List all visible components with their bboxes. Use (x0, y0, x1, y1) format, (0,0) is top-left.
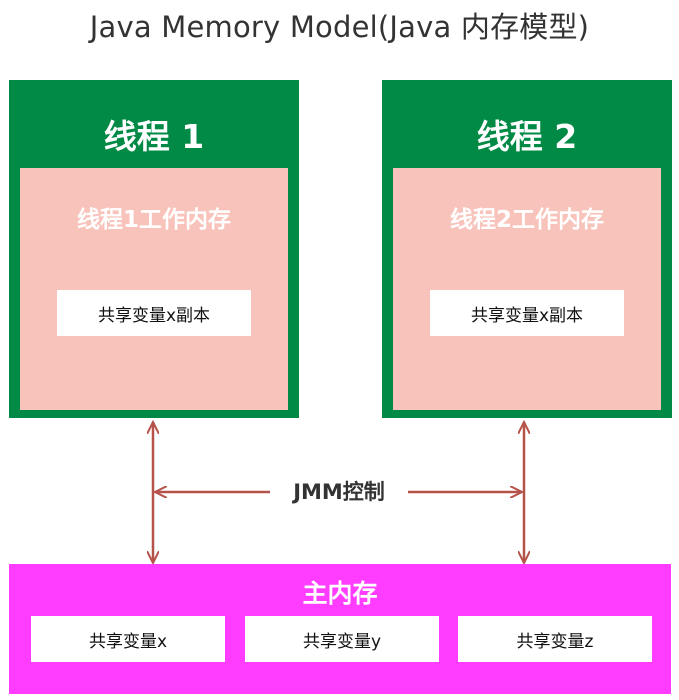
jmm-control-label: JMM控制 (293, 480, 385, 504)
thread-2-shared-copy: 共享变量x副本 (430, 290, 624, 336)
thread-1-title: 线程 1 (103, 117, 205, 156)
shared-variable-y: 共享变量y (245, 616, 439, 662)
shared-variable-x: 共享变量x (31, 616, 225, 662)
thread-1-shared-copy: 共享变量x副本 (57, 290, 251, 336)
thread-2-work-memory: 线程2工作内存 共享变量x副本 (393, 168, 661, 410)
thread-2-work-memory-label: 线程2工作内存 (449, 207, 604, 233)
main-memory-box: 主内存 共享变量x 共享变量y 共享变量z (9, 564, 671, 694)
thread-2-box: 线程 2 线程2工作内存 共享变量x副本 (382, 80, 672, 418)
diagram-title: Java Memory Model(Java 内存模型) (89, 10, 590, 44)
thread-1-work-memory-label: 线程1工作内存 (76, 207, 231, 233)
main-memory-title: 主内存 (302, 579, 378, 608)
shared-variable-z: 共享变量z (458, 616, 652, 662)
thread-1-box: 线程 1 线程1工作内存 共享变量x副本 (9, 80, 299, 418)
thread-1-work-memory: 线程1工作内存 共享变量x副本 (20, 168, 288, 410)
thread-2-title: 线程 2 (476, 117, 578, 156)
